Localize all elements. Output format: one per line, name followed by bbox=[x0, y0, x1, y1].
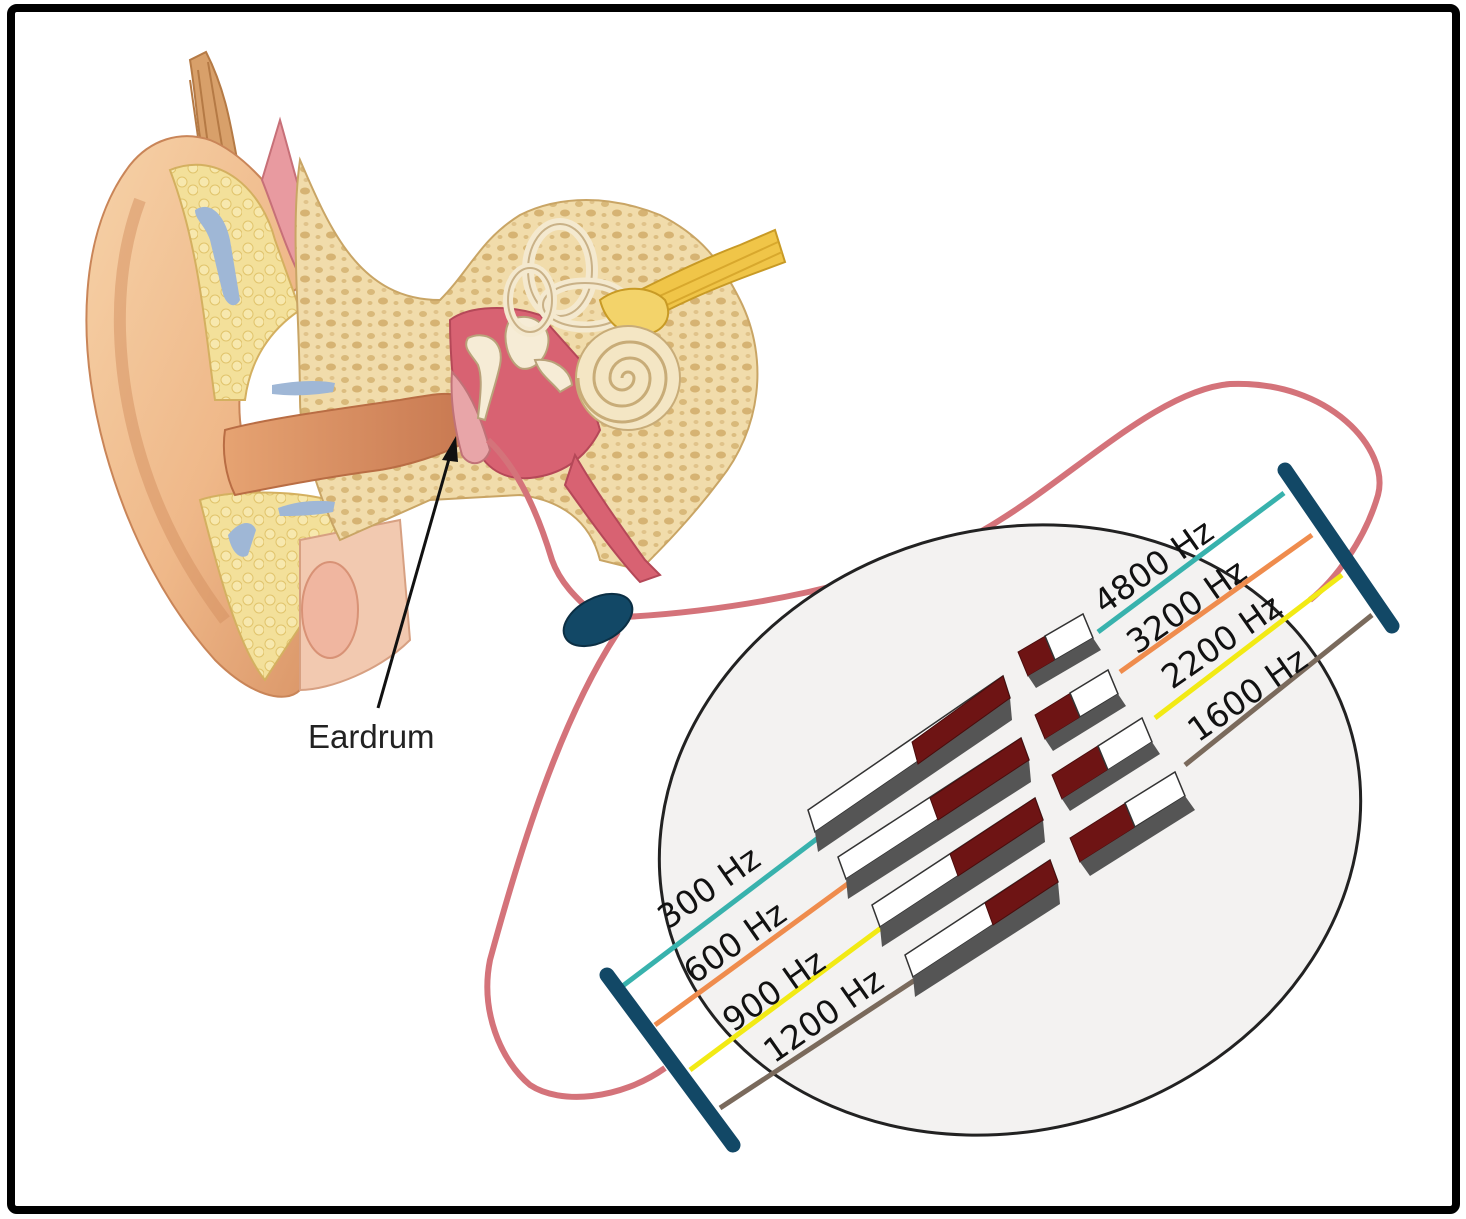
reed-2200 bbox=[1051, 716, 1160, 811]
cable-upper bbox=[485, 380, 1383, 621]
wire-4800 bbox=[1096, 490, 1286, 635]
cartilage-blob-3 bbox=[278, 500, 335, 516]
stapes bbox=[533, 358, 574, 394]
eardrum-pointer-line bbox=[376, 451, 453, 709]
reed-1600 bbox=[1069, 770, 1195, 876]
reed-4800 bbox=[1017, 612, 1101, 688]
wires bbox=[618, 490, 1374, 1111]
cable-connector bbox=[562, 592, 634, 648]
cable-lower bbox=[484, 630, 667, 1100]
cochlea bbox=[575, 325, 681, 431]
cartilage-blob-2 bbox=[272, 380, 335, 396]
cartilage-blob-4 bbox=[228, 523, 256, 557]
reed-3200 bbox=[1034, 668, 1126, 751]
resonator-bank: 300 Hz 600 Hz 900 Hz 1200 Hz 4800 Hz 320… bbox=[599, 462, 1400, 1153]
wire-1200 bbox=[718, 977, 917, 1111]
wire-600 bbox=[653, 877, 855, 1028]
wire-1600 bbox=[1183, 613, 1374, 767]
wire-3200 bbox=[1118, 532, 1314, 675]
wire-300 bbox=[618, 836, 820, 990]
eardrum-pointer-arrowhead bbox=[442, 436, 458, 462]
eardrum-label: Eardrum bbox=[308, 718, 435, 755]
bus-bar-left bbox=[599, 967, 741, 1153]
wire-2200 bbox=[1153, 573, 1344, 720]
reed-900 bbox=[871, 796, 1045, 947]
bus-bar-right bbox=[1277, 462, 1400, 634]
eardrum-membrane bbox=[450, 369, 492, 465]
eustachian-tube bbox=[563, 452, 662, 584]
ear-canal bbox=[222, 392, 462, 497]
wire-900 bbox=[688, 922, 887, 1073]
reed-300 bbox=[807, 674, 1012, 852]
reed-600 bbox=[837, 736, 1031, 899]
cartilage-blob-1 bbox=[195, 206, 240, 306]
malleus bbox=[465, 334, 502, 422]
reed-1200 bbox=[904, 858, 1060, 997]
ear-illustration: Eardrum bbox=[85, 50, 787, 755]
